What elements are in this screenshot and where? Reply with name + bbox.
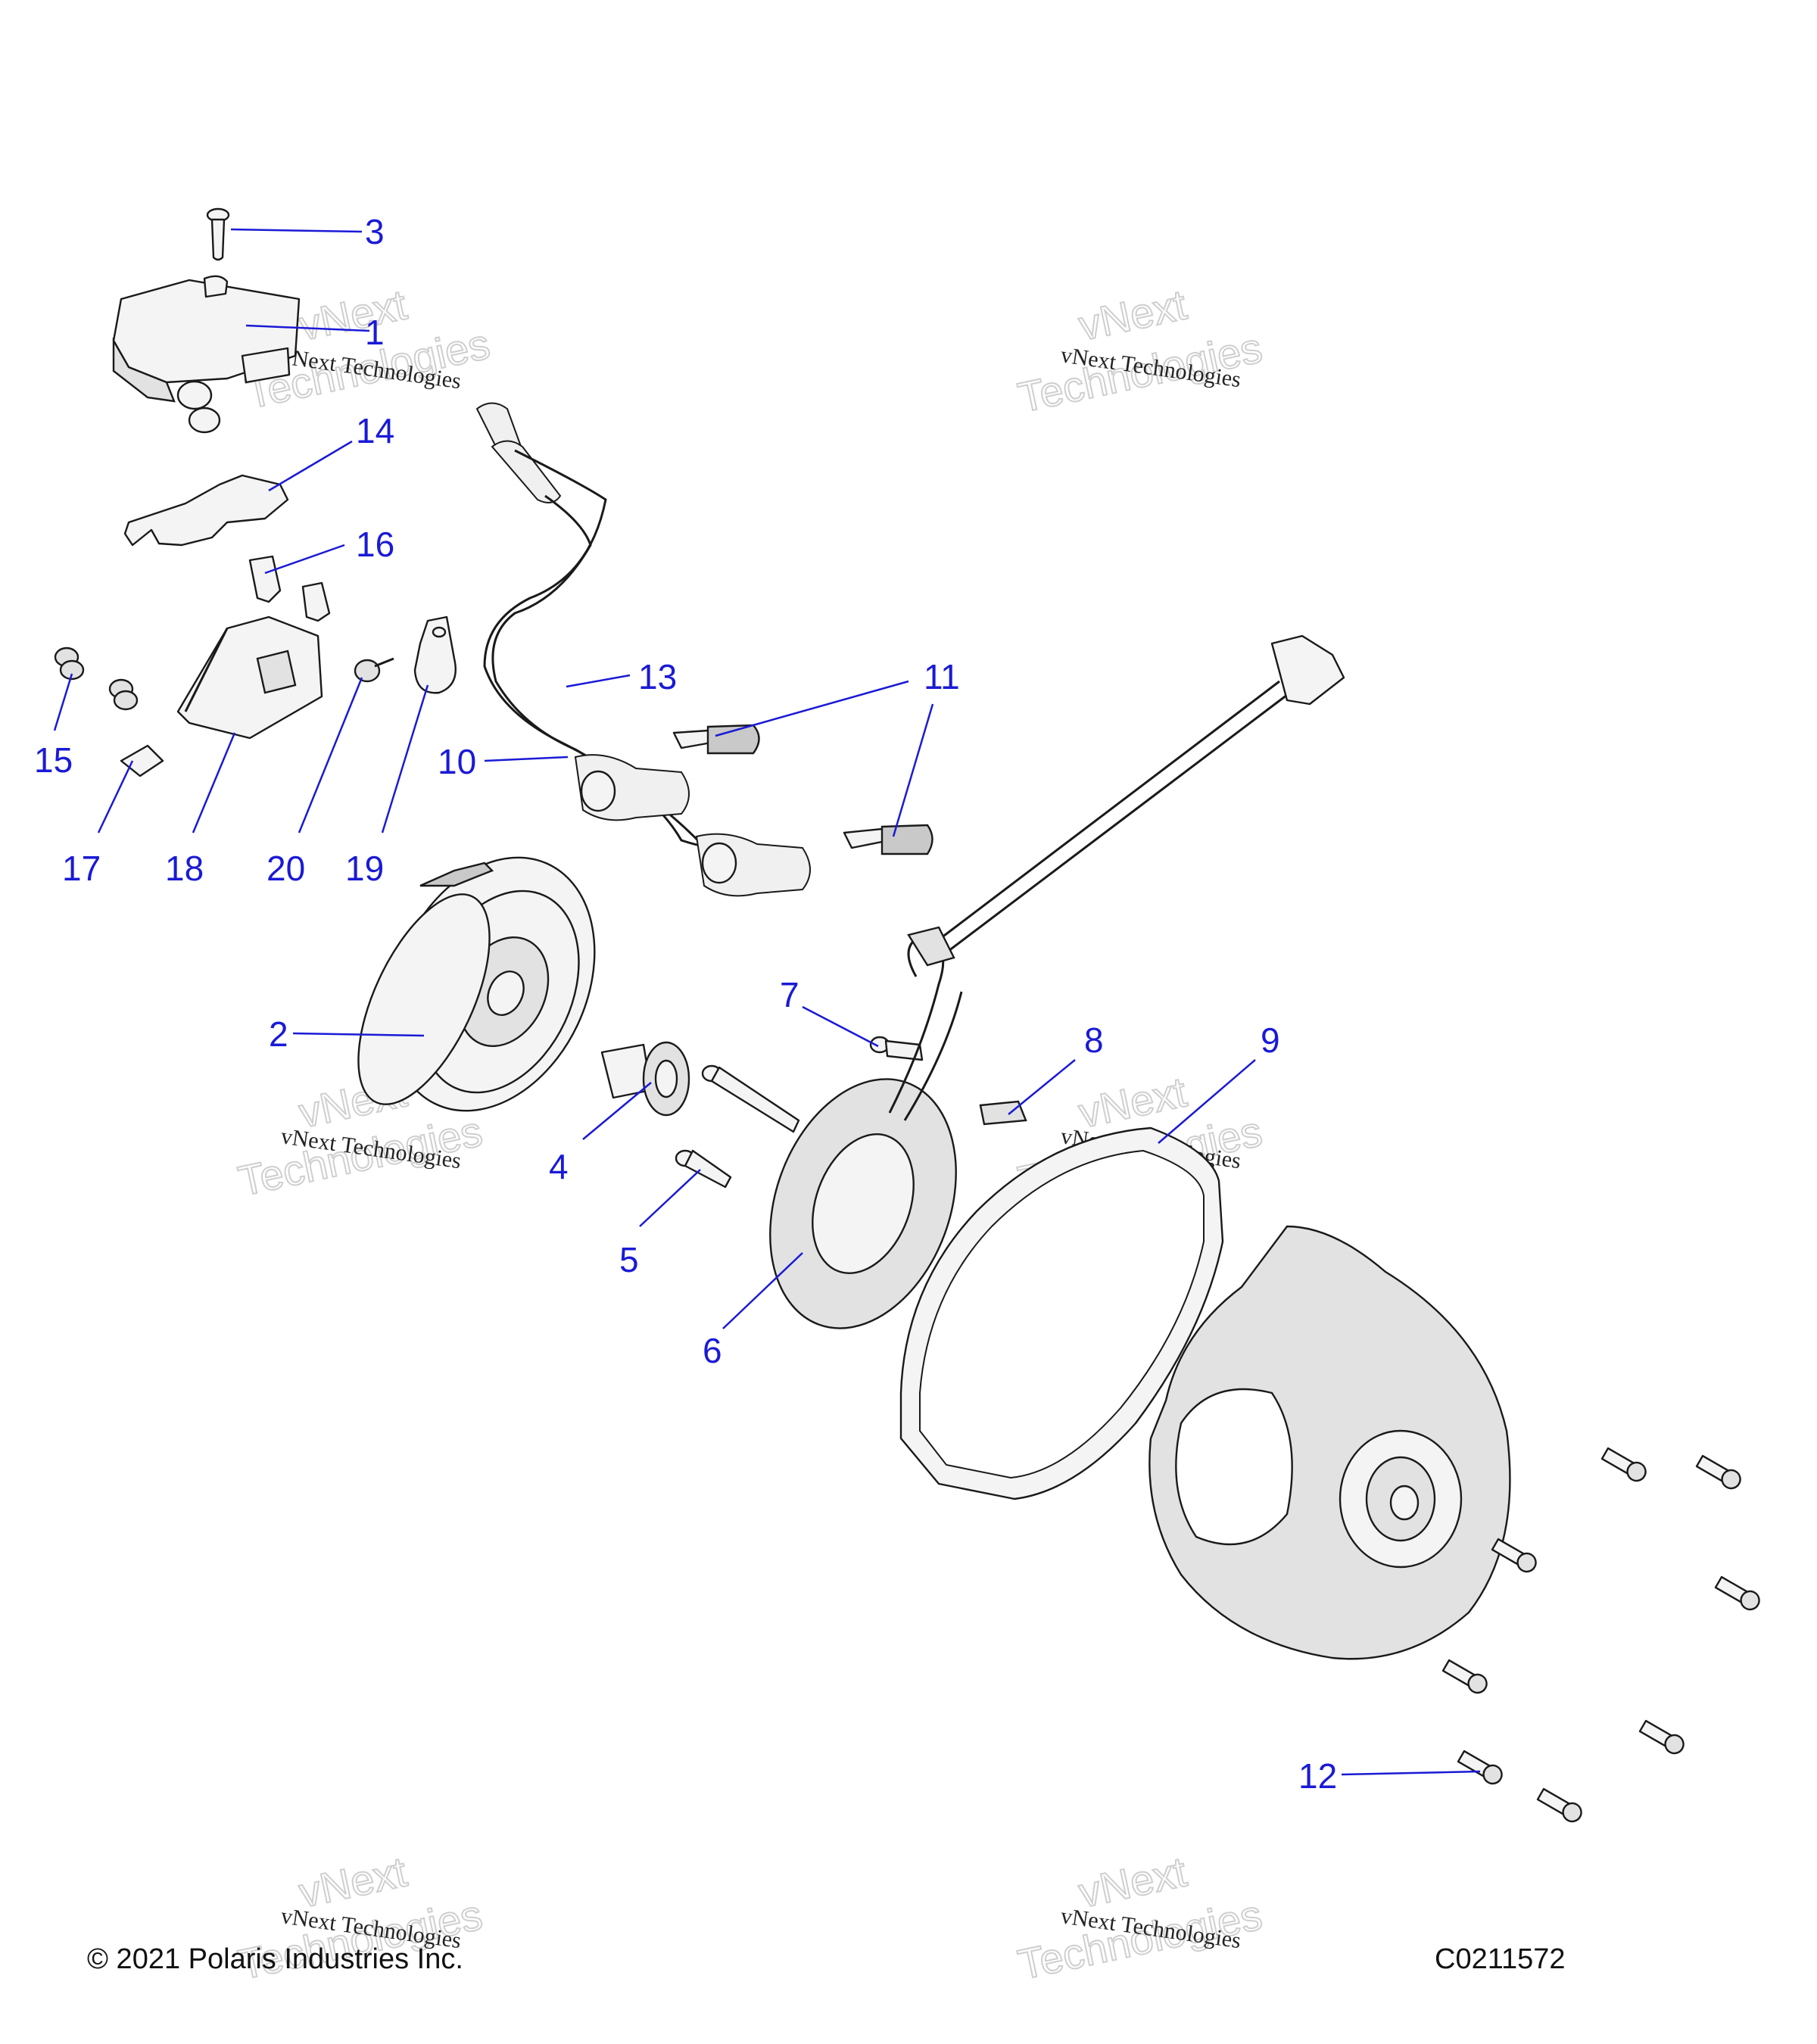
part-bolt-5 <box>675 1149 732 1189</box>
callout-9: 9 <box>1261 1020 1280 1060</box>
svg-text:vNext: vNext <box>295 1847 411 1916</box>
callout-17: 17 <box>62 849 101 888</box>
copyright-text: © 2021 Polaris Industries Inc. <box>87 1943 463 1975</box>
part-screw-7 <box>869 1036 924 1061</box>
callout-19: 19 <box>345 849 384 888</box>
part-bolt-extra <box>701 1064 800 1133</box>
part-plate-18 <box>176 615 323 740</box>
part-sensor-11 <box>672 724 933 855</box>
part-bracket-14 <box>123 474 289 547</box>
part-bolts-12 <box>1441 1447 1760 1823</box>
callout-18: 18 <box>165 849 204 888</box>
diagram-code: C0211572 <box>1435 1943 1566 1975</box>
callout-2: 2 <box>269 1014 288 1054</box>
callout-3: 3 <box>365 212 385 251</box>
part-flywheel-2 <box>357 856 596 1112</box>
callout-5: 5 <box>619 1240 639 1279</box>
callout-4: 4 <box>549 1147 569 1186</box>
watermark-bottom-right: Technologies vNext vNext Technologies <box>1013 1846 1267 1989</box>
part-gasket-9 <box>899 1126 1224 1500</box>
callout-numbers: 1 2 3 4 5 6 7 8 9 10 11 12 13 14 15 16 1… <box>34 212 1337 1796</box>
callout-14: 14 <box>356 411 394 450</box>
part-gear-4 <box>600 1041 690 1117</box>
svg-text:vNext: vNext <box>1074 1847 1191 1916</box>
callout-8: 8 <box>1084 1020 1104 1060</box>
callout-6: 6 <box>703 1331 722 1370</box>
callout-11: 11 <box>924 657 960 696</box>
leader-lines <box>53 228 1481 1776</box>
part-bolt-20 <box>354 657 394 683</box>
part-clip-17 <box>120 744 164 777</box>
callout-1: 1 <box>365 313 385 352</box>
svg-text:vNext: vNext <box>1074 280 1191 349</box>
callout-7: 7 <box>780 975 799 1014</box>
part-clip-16 <box>248 555 331 622</box>
callout-12: 12 <box>1298 1756 1337 1796</box>
part-harness-connector <box>907 634 1345 967</box>
part-stator-6 <box>769 937 963 1329</box>
callout-16: 16 <box>356 525 394 564</box>
part-ignition-coil-1 <box>112 275 301 434</box>
part-clamp-19 <box>413 615 457 694</box>
part-plate-8 <box>979 1100 1027 1126</box>
callout-20: 20 <box>266 849 305 888</box>
part-boot-10 <box>574 754 811 897</box>
callout-13: 13 <box>638 657 677 696</box>
part-screw-3 <box>206 207 230 261</box>
callout-10: 10 <box>438 742 476 781</box>
part-housing <box>1148 1225 1511 1660</box>
watermark-top-right: Technologies vNext vNext Technologies <box>1013 279 1267 422</box>
part-bolt-15 <box>54 647 139 711</box>
callout-15: 15 <box>34 740 73 780</box>
